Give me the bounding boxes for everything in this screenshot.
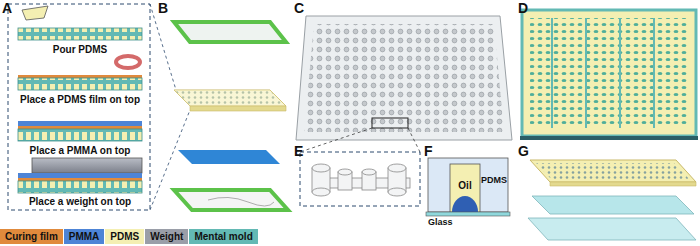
panel-letter: C — [294, 1, 304, 16]
panel-letter: B — [158, 1, 168, 16]
legend-swatch: PDMS — [105, 229, 145, 244]
legend-text: Mental mold — [194, 231, 252, 242]
step-caption: Pour PDMS — [53, 44, 107, 55]
panel-letter: E — [294, 144, 303, 159]
step-caption: Place a PMMA on top — [30, 145, 131, 156]
legend-swatch: PMMA — [64, 229, 106, 244]
step-caption: Place a weight on top — [29, 196, 131, 207]
legend-text: Weight — [150, 231, 183, 242]
legend-text: PMMA — [69, 231, 100, 242]
panel-letter: A — [2, 1, 12, 16]
panel-letter: D — [518, 1, 528, 16]
legend-swatch: Curing film — [0, 229, 64, 244]
step-caption: Place a PDMS film on top — [20, 94, 140, 105]
legend-text: PDMS — [110, 231, 139, 242]
legend-swatch: Mental mold — [189, 229, 258, 244]
panel-letter: G — [518, 144, 529, 159]
legend-text: Curing film — [5, 231, 58, 242]
legend-swatch: Weight — [145, 229, 189, 244]
material-label: Glass — [428, 218, 453, 228]
region-label: PDMS — [481, 176, 507, 186]
panel-letter: F — [424, 144, 433, 159]
region-label: Oil — [458, 180, 471, 191]
legend: Curing film PMMA PDMS Weight Mental mold — [0, 229, 259, 244]
